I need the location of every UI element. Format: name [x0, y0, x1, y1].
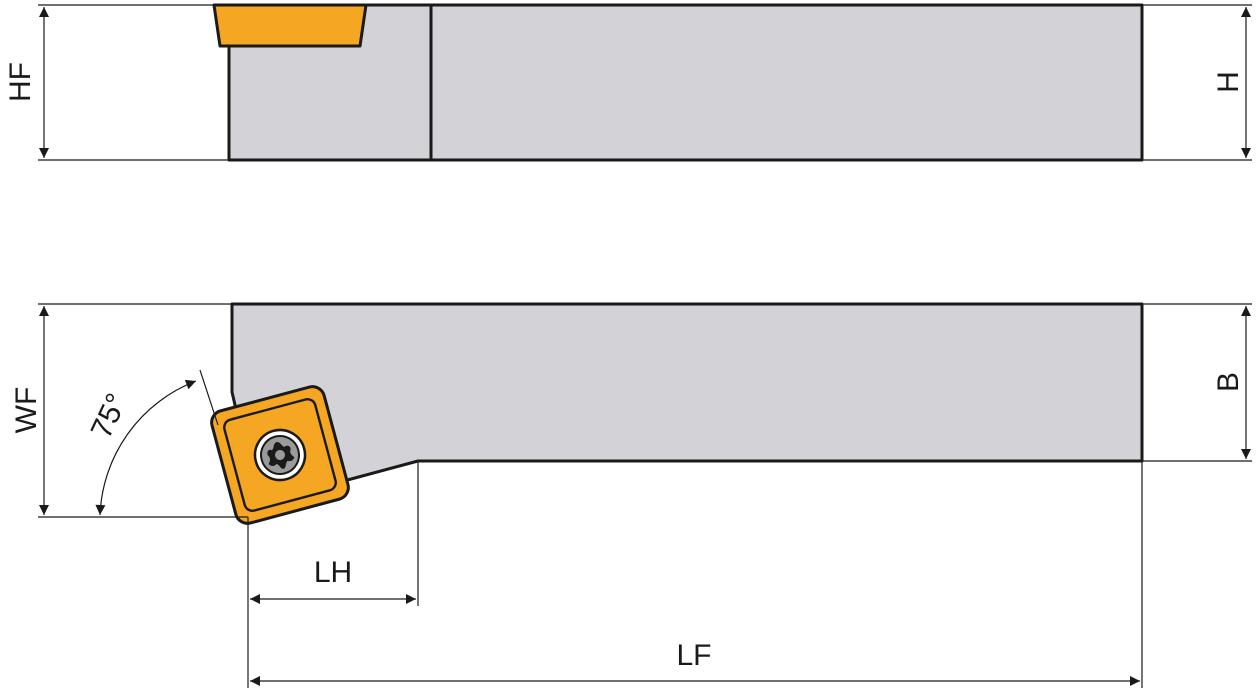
- b-dimension: B: [1142, 303, 1252, 462]
- top-view: [210, 302, 1144, 525]
- angle-dimension: 75°: [85, 369, 219, 516]
- lf-dimension: LF: [250, 461, 1143, 688]
- lh-dimension: LH: [247, 461, 419, 688]
- h-dimension: H: [1142, 4, 1252, 161]
- insert-top: [210, 385, 350, 525]
- holder-shank-side: [227, 3, 1144, 162]
- h-label: H: [1212, 71, 1245, 93]
- lh-label: LH: [314, 556, 352, 589]
- holder-shank-top: [230, 302, 1144, 484]
- angle-extension: [199, 369, 219, 426]
- wf-dimension: WF: [10, 303, 248, 518]
- hf-dimension: HF: [4, 4, 229, 161]
- torx-screw-icon: [253, 428, 307, 482]
- b-label: B: [1212, 372, 1245, 392]
- wf-label: WF: [10, 387, 43, 434]
- insert-chipbreaker: [223, 398, 337, 512]
- side-view: [212, 3, 1144, 162]
- hf-label: HF: [4, 62, 37, 102]
- angle-arc: [95, 379, 197, 516]
- lf-label: LF: [676, 639, 711, 672]
- insert-side: [212, 3, 368, 48]
